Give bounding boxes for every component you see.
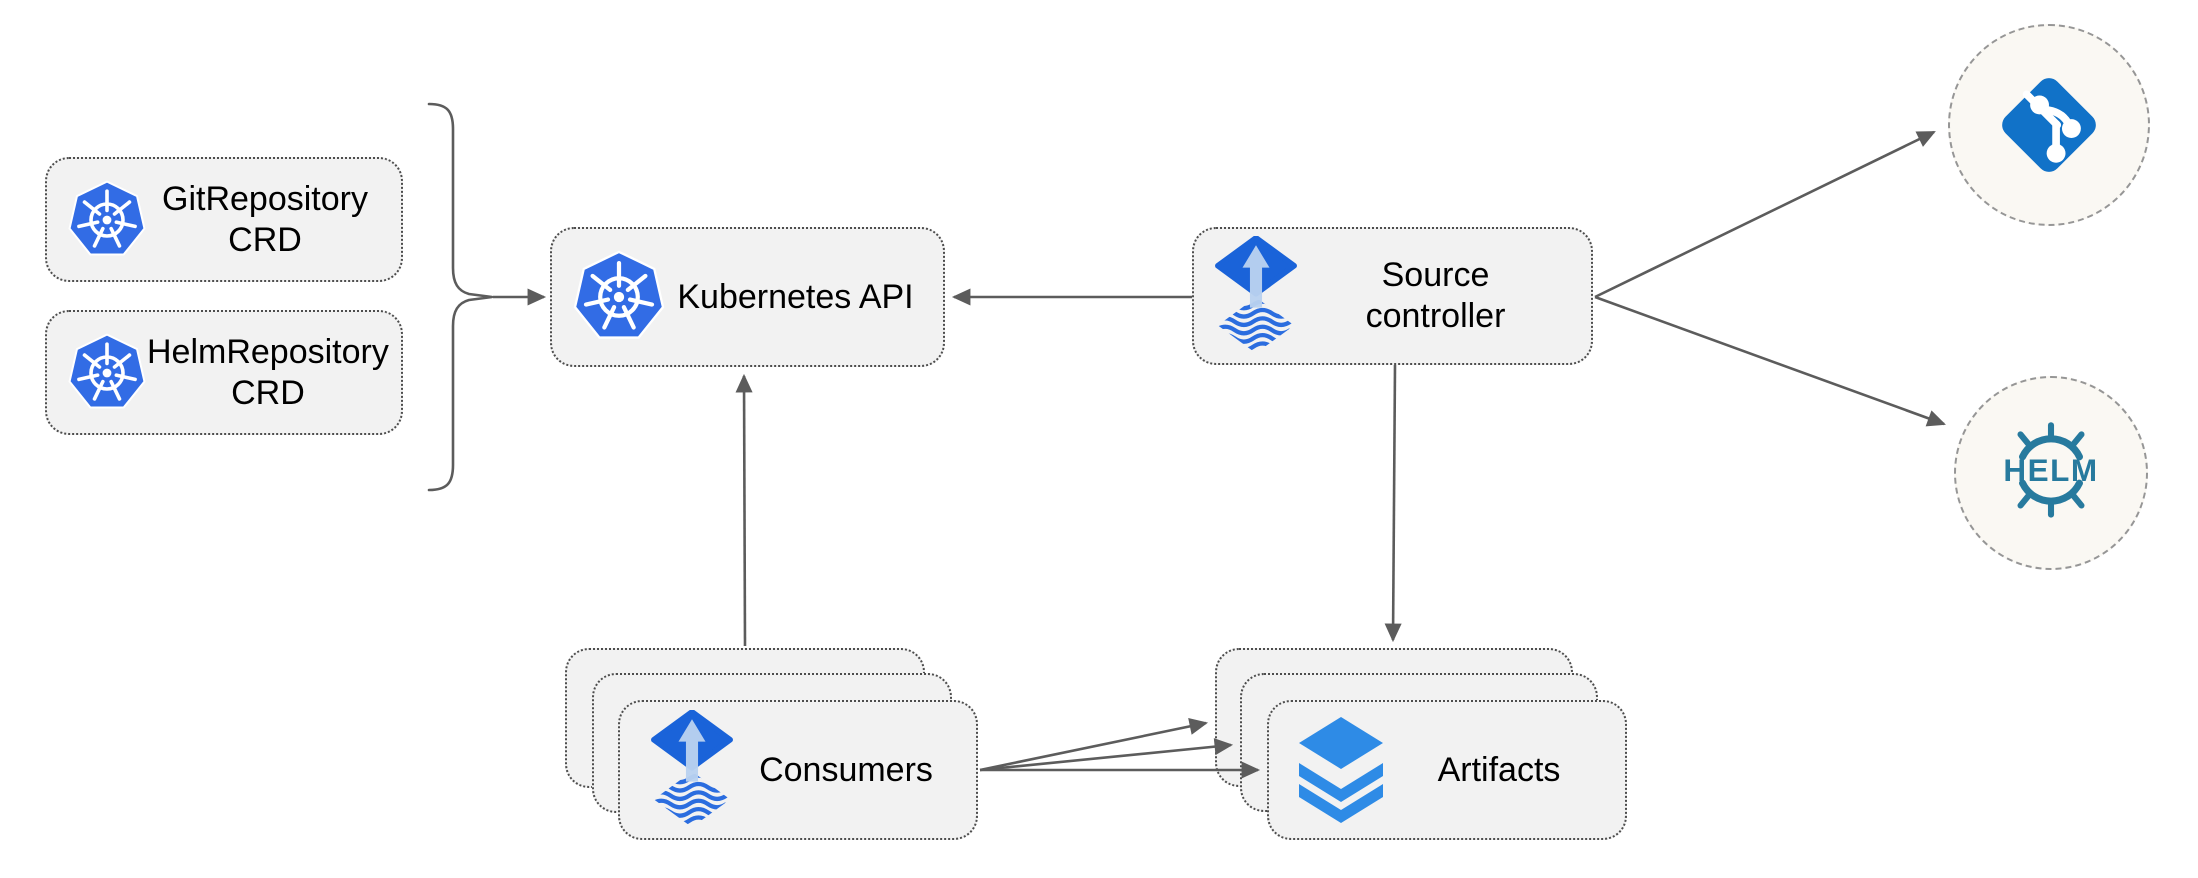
edge-consumers-to-kubernetes-api	[735, 373, 753, 647]
node-source-controller: Source controller	[1192, 227, 1593, 365]
node-consumers: Consumers	[618, 700, 978, 840]
kubernetes-icon	[572, 250, 666, 344]
artifacts-label: Artifacts	[1437, 750, 1561, 789]
kubernetes-icon	[67, 180, 147, 260]
edge-source-controller-to-git	[1594, 130, 1936, 299]
git-icon	[2002, 78, 2096, 172]
brace-crds	[427, 102, 494, 492]
edge-consumers-to-artifacts-2	[979, 738, 1234, 772]
edge-source-controller-to-artifacts	[1384, 364, 1402, 643]
helm-icon: HELM	[2003, 422, 2098, 518]
node-kubernetes-api: Kubernetes API	[550, 227, 945, 367]
node-helm-source: HELM	[1954, 376, 2148, 570]
kubernetes-api-label: Kubernetes API	[677, 277, 914, 316]
helm-repository-crd-label: HelmRepository CRD	[147, 332, 389, 412]
node-git-source	[1948, 24, 2150, 226]
node-helm-repository-crd: HelmRepository CRD	[45, 310, 403, 435]
flux-icon	[650, 710, 734, 831]
helm-logo-text: HELM	[2003, 453, 2098, 488]
layers-icon	[1299, 717, 1383, 823]
node-artifacts: Artifacts	[1267, 700, 1627, 840]
edge-source-controller-to-helm	[1594, 295, 1946, 427]
kubernetes-icon	[67, 333, 147, 413]
edge-consumers-to-artifacts-1	[979, 717, 1209, 772]
consumers-label: Consumers	[759, 750, 933, 789]
source-controller-label: Source controller	[1365, 256, 1506, 335]
node-git-repository-crd: GitRepository CRD	[45, 157, 403, 282]
git-repository-crd-label: GitRepository CRD	[162, 179, 368, 259]
flux-icon	[1214, 236, 1298, 357]
